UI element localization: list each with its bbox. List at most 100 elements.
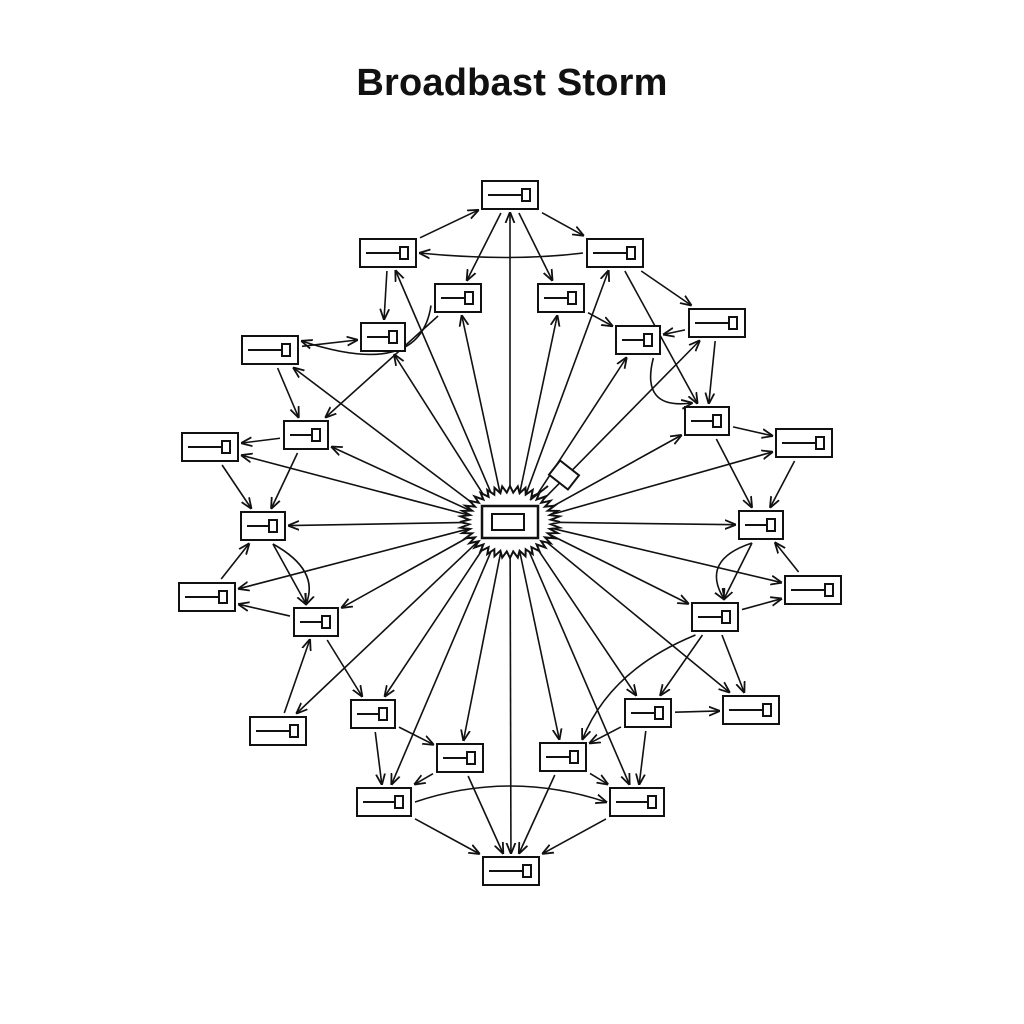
network-switch-node (784, 575, 842, 605)
switch-port (311, 428, 321, 442)
network-switch-node (624, 698, 672, 728)
edge-arrow-35 (301, 340, 357, 348)
edge-arrow-3 (518, 316, 557, 493)
edge-arrow-51 (661, 634, 704, 695)
edge-arrow-71 (467, 775, 503, 853)
hub-tag-link (529, 485, 549, 501)
switch-port (464, 291, 474, 305)
switch-port (824, 583, 834, 597)
edge-arrow-50 (721, 634, 744, 692)
edge-arrow-13 (553, 522, 735, 524)
network-switch-node (482, 856, 540, 886)
network-switch-node (684, 406, 730, 436)
edge-arrow-41 (709, 340, 716, 403)
edge-arrow-48 (775, 543, 800, 573)
edge-arrow-29 (541, 211, 583, 236)
edge-arrow-63 (326, 639, 362, 696)
edge-arrow-42 (649, 357, 692, 404)
edge-arrow-65 (398, 726, 433, 744)
edge-arrow-52 (674, 711, 719, 712)
edge-arrow-40 (664, 330, 686, 335)
switch-port (388, 330, 398, 344)
nodes-layer (178, 180, 842, 886)
network-switch-node (360, 322, 406, 352)
edges-layer (220, 210, 800, 853)
switch-port (815, 436, 825, 450)
network-switch-node (722, 695, 780, 725)
network-switch-node (249, 716, 307, 746)
switch-port (221, 440, 231, 454)
switch-port (218, 590, 228, 604)
edge-arrow-18 (342, 535, 472, 608)
edge-arrow-17 (549, 533, 688, 604)
edge-arrow-21 (535, 545, 636, 695)
edge-arrow-33 (384, 270, 387, 319)
edge-arrow-36 (326, 315, 439, 417)
switch-port (647, 795, 657, 809)
edge-arrow-15 (552, 527, 781, 583)
edge-arrow-30 (420, 253, 584, 258)
edge-arrow-54 (583, 634, 696, 739)
edge-arrow-6 (394, 355, 486, 498)
edge-arrow-57 (242, 438, 281, 443)
edge-arrow-67 (415, 772, 434, 784)
network-switch-node (181, 432, 239, 462)
edge-arrow-38 (587, 312, 612, 326)
edge-arrow-74 (716, 542, 753, 599)
network-switch-node (359, 238, 417, 268)
network-switch-node (240, 511, 286, 541)
network-switch-node (436, 743, 484, 773)
network-switch-node (350, 699, 396, 729)
edge-arrow-22 (385, 545, 486, 696)
edge-arrow-14 (289, 522, 467, 525)
switch-port (626, 246, 636, 260)
edge-arrow-47 (724, 542, 753, 599)
hub-burst (456, 459, 581, 561)
hub-tag-device (547, 459, 581, 491)
edge-arrow-32 (467, 212, 502, 280)
edge-arrow-27 (510, 551, 511, 853)
edge-arrow-55 (589, 772, 607, 784)
network-switch-node (537, 283, 585, 313)
edge-arrow-62 (239, 604, 291, 617)
edge-arrow-56 (639, 730, 647, 784)
edge-arrow-49 (741, 599, 781, 611)
switch-port (281, 343, 291, 357)
network-switch-node (609, 787, 665, 817)
switch-port (762, 703, 772, 717)
edge-arrow-24 (464, 551, 502, 740)
edge-arrow-4 (462, 316, 501, 493)
edge-arrow-64 (283, 640, 309, 714)
switch-port (567, 291, 577, 305)
switch-port (569, 750, 579, 764)
edge-arrow-5 (534, 358, 626, 498)
edge-arrow-59 (272, 452, 299, 508)
switch-port (289, 724, 299, 738)
switch-port (378, 707, 388, 721)
network-switch-node (615, 325, 661, 355)
switch-port (522, 864, 532, 878)
edge-arrow-61 (220, 544, 249, 580)
edge-arrow-31 (518, 212, 552, 280)
switch-port (466, 751, 476, 765)
edge-arrow-45 (770, 460, 796, 507)
network-switch-node (241, 335, 299, 365)
edge-arrow-53 (590, 726, 622, 743)
network-switch-node (356, 787, 412, 817)
network-switch-node (738, 510, 784, 540)
edge-arrow-12 (242, 455, 468, 516)
network-switch-node (775, 428, 833, 458)
switch-port (321, 615, 331, 629)
switch-port (766, 518, 776, 532)
edge-arrow-20 (297, 541, 478, 713)
switch-port (521, 188, 531, 202)
network-switch-node (481, 180, 539, 210)
hub-device-port (491, 513, 525, 531)
edge-arrow-66 (374, 731, 382, 784)
edge-arrow-39 (640, 270, 691, 305)
switch-port (654, 706, 664, 720)
edge-arrow-44 (732, 426, 772, 436)
switch-port (712, 414, 722, 428)
switch-port (399, 246, 409, 260)
